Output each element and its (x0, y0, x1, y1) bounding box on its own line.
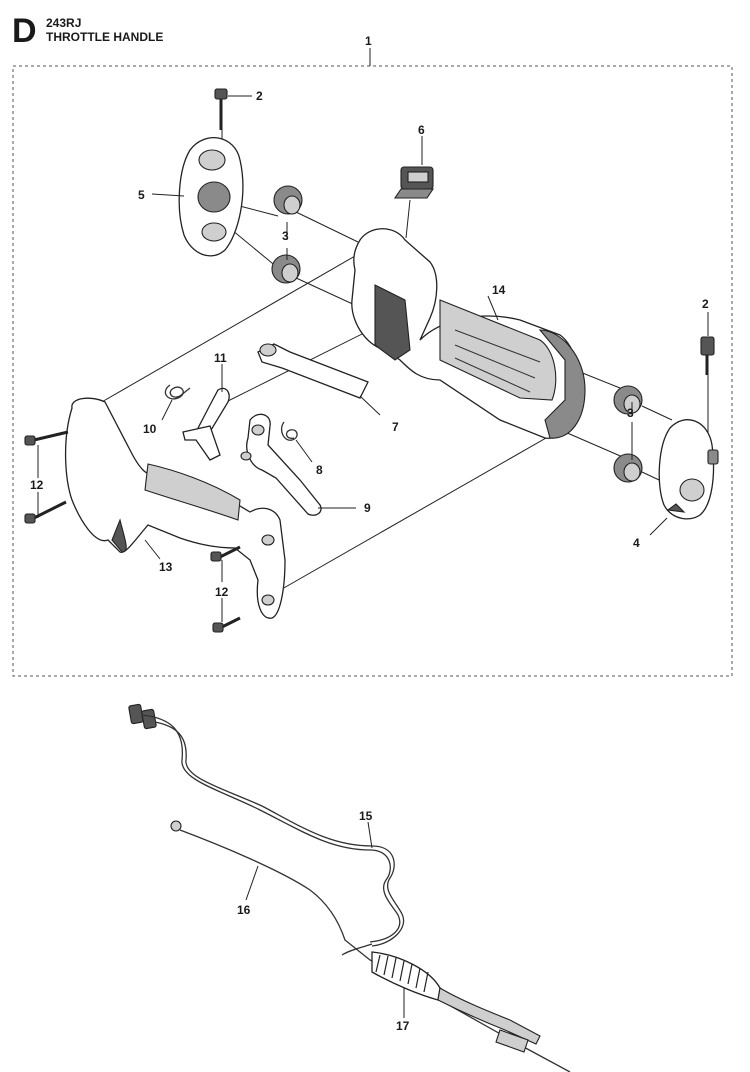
callout-labels: 1 2 2 3 3 4 5 6 7 8 9 10 11 12 12 13 14 … (30, 34, 709, 1033)
callout-4: 4 (633, 536, 640, 550)
callout-leaders (37, 95, 709, 1018)
stop-switch (393, 166, 435, 199)
callout-2-right: 2 (702, 297, 709, 311)
callout-6: 6 (418, 123, 425, 137)
callout-13: 13 (159, 560, 173, 574)
cable-sleeve (371, 951, 541, 1053)
callout-16: 16 (237, 903, 251, 917)
callout-2-top: 2 (256, 89, 263, 103)
callout-17: 17 (396, 1019, 410, 1033)
bearings-right (613, 385, 643, 483)
callout-12-bottom: 12 (215, 585, 229, 599)
bearings-left (271, 185, 303, 284)
diagram-title: THROTTLE HANDLE (46, 30, 164, 44)
callout-10: 10 (143, 422, 157, 436)
callout-14: 14 (492, 283, 506, 297)
callout-3-left: 3 (282, 229, 289, 243)
callout-9: 9 (364, 501, 371, 515)
end-cap-right (658, 419, 719, 520)
callout-15: 15 (359, 809, 373, 823)
callout-5: 5 (138, 188, 145, 202)
callout-11: 11 (214, 351, 227, 365)
throttle-lockout-lever (257, 343, 369, 399)
callout-3-right: 3 (627, 406, 634, 420)
throttle-trigger (240, 413, 322, 516)
callout-1: 1 (365, 34, 372, 48)
model-number: 243RJ (46, 16, 82, 30)
screws-lower (24, 430, 241, 633)
end-cap-left (178, 137, 244, 257)
torsion-spring (164, 384, 191, 400)
trigger-spring (280, 421, 298, 441)
callout-12-left: 12 (30, 478, 44, 492)
callout-7: 7 (392, 420, 399, 434)
wiring-harness (128, 703, 405, 956)
callout-8: 8 (316, 463, 323, 477)
throttle-cable (170, 820, 571, 1072)
handle-housing (351, 228, 586, 439)
screw-right (700, 336, 715, 375)
lever-link (182, 387, 230, 461)
handle-lower-half (64, 397, 286, 619)
screw-top-left (214, 88, 228, 130)
section-letter: D (12, 12, 37, 50)
assembly-boundary (12, 65, 733, 677)
